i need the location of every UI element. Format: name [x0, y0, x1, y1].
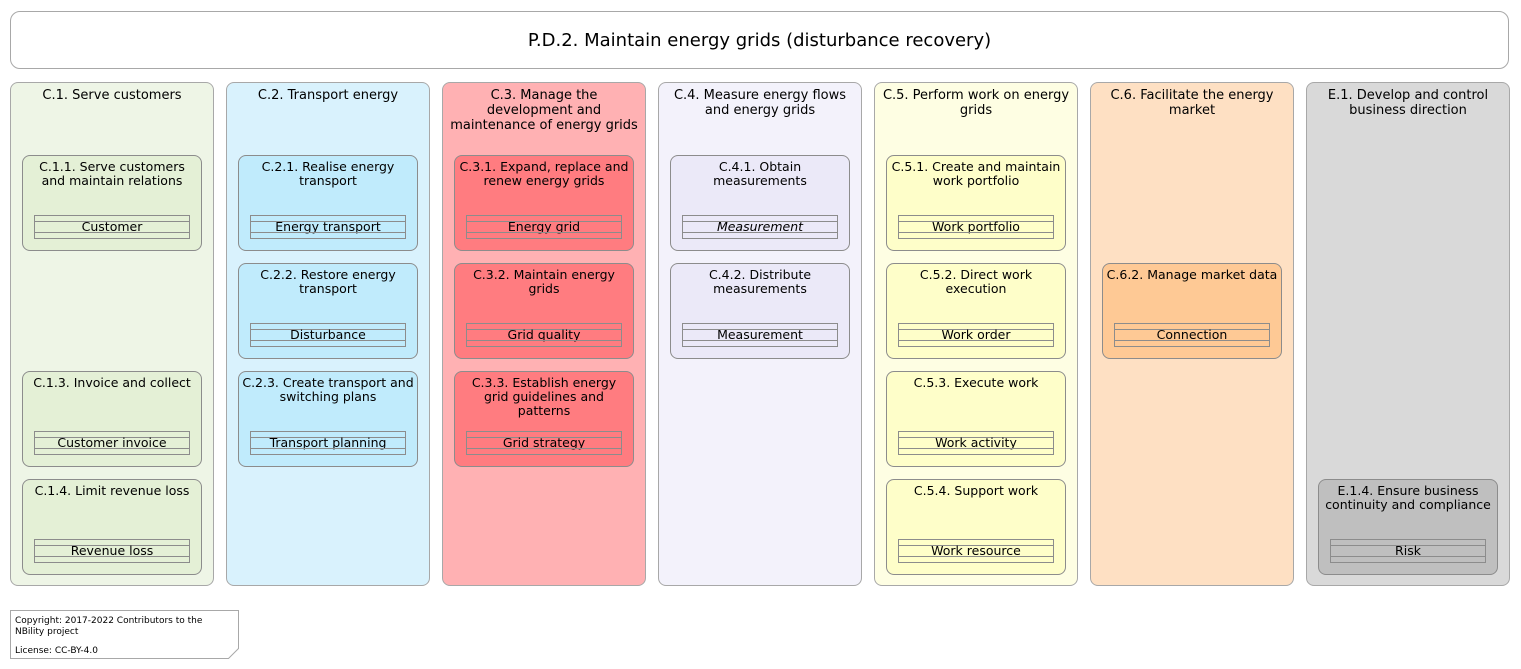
business-object-label: Customer — [81, 219, 143, 234]
business-object: Transport planning — [250, 431, 406, 455]
column-title: C.4. Measure energy flows and energy gri… — [673, 88, 847, 118]
note-copyright: Copyright: 2017-2022 Contributors to the… — [15, 616, 203, 637]
business-object-label: Work resource — [931, 543, 1021, 558]
column-3: C.3. Manage the development and maintena… — [442, 82, 646, 586]
business-object: Measurement — [682, 215, 838, 239]
business-object: Measurement — [682, 323, 838, 347]
capability-box: C.1.1. Serve customers and maintain rela… — [22, 155, 202, 251]
business-object-label: Revenue loss — [70, 543, 154, 558]
capability-title: C.5.3. Execute work — [913, 375, 1039, 390]
business-object-label: Work portfolio — [932, 219, 1020, 234]
capability-title: C.5.4. Support work — [913, 483, 1039, 498]
capability-box: C.3.1. Expand, replace and renew energy … — [454, 155, 634, 251]
column-title: C.1. Serve customers — [42, 88, 182, 103]
capability-box: E.1.4. Ensure business continuity and co… — [1318, 479, 1498, 575]
copyright-note: Copyright: 2017-2022 Contributors to the… — [10, 610, 239, 659]
business-object: Work order — [898, 323, 1054, 347]
column-title: C.5. Perform work on energy grids — [882, 88, 1070, 118]
business-object-label: Grid quality — [507, 327, 581, 342]
business-object: Work activity — [898, 431, 1054, 455]
capability-title: C.1.1. Serve customers and maintain rela… — [39, 159, 185, 188]
business-object: Work resource — [898, 539, 1054, 563]
capability-title: C.1.4. Limit revenue loss — [34, 483, 190, 498]
capability-title: C.2.3. Create transport and switching pl… — [242, 375, 414, 404]
note-license: License: CC-BY-4.0 — [15, 646, 98, 656]
business-object-label: Risk — [1395, 543, 1421, 558]
capability-title: C.1.3. Invoice and collect — [33, 375, 191, 390]
column-4: C.4. Measure energy flows and energy gri… — [658, 82, 862, 586]
capability-title: C.5.2. Direct work execution — [919, 267, 1033, 296]
business-object-label: Disturbance — [290, 327, 366, 342]
business-object-label: Energy grid — [507, 219, 581, 234]
business-object-label: Connection — [1156, 327, 1228, 342]
diagram-title-text: P.D.2. Maintain energy grids (disturbanc… — [527, 29, 992, 51]
business-object-label: Work activity — [935, 435, 1017, 450]
capability-box: C.5.1. Create and maintain work portfoli… — [886, 155, 1066, 251]
business-object: Energy transport — [250, 215, 406, 239]
business-object-label: Customer invoice — [57, 435, 167, 450]
capability-box: C.2.3. Create transport and switching pl… — [238, 371, 418, 467]
capability-title: C.4.1. Obtain measurements — [713, 159, 807, 188]
business-object-label: Measurement — [716, 219, 804, 234]
column-7: E.1. Develop and control business direct… — [1306, 82, 1510, 586]
business-object: Grid strategy — [466, 431, 622, 455]
column-title: C.2. Transport energy — [257, 88, 399, 103]
capability-title: C.5.1. Create and maintain work portfoli… — [891, 159, 1061, 188]
note-shape — [10, 610, 239, 659]
business-object-label: Transport planning — [269, 435, 387, 450]
capability-title: E.1.4. Ensure business continuity and co… — [1325, 483, 1491, 512]
column-title: E.1. Develop and control business direct… — [1327, 88, 1489, 118]
capability-box: C.3.3. Establish energy grid guidelines … — [454, 371, 634, 467]
business-object: Grid quality — [466, 323, 622, 347]
capability-title: C.2.1. Realise energy transport — [261, 159, 395, 188]
column-title: C.3. Manage the development and maintena… — [450, 88, 638, 133]
capability-title: C.3.3. Establish energy grid guidelines … — [471, 375, 617, 418]
business-object-label: Energy transport — [275, 219, 381, 234]
capability-title: C.3.1. Expand, replace and renew energy … — [459, 159, 629, 188]
business-object: Connection — [1114, 323, 1270, 347]
capability-title: C.2.2. Restore energy transport — [260, 267, 396, 296]
business-object-label: Grid strategy — [502, 435, 586, 450]
business-object: Customer — [34, 215, 190, 239]
business-object: Customer invoice — [34, 431, 190, 455]
business-object-label: Work order — [941, 327, 1011, 342]
business-object: Work portfolio — [898, 215, 1054, 239]
business-object-label: Measurement — [717, 327, 803, 342]
capability-title: C.6.2. Manage market data — [1106, 267, 1278, 282]
diagram-title: P.D.2. Maintain energy grids (disturbanc… — [10, 11, 1509, 69]
business-object: Disturbance — [250, 323, 406, 347]
capability-title: C.3.2. Maintain energy grids — [473, 267, 615, 296]
business-object: Revenue loss — [34, 539, 190, 563]
business-object: Risk — [1330, 539, 1486, 563]
business-object: Energy grid — [466, 215, 622, 239]
capability-title: C.4.2. Distribute measurements — [708, 267, 812, 296]
column-title: C.6. Facilitate the energy market — [1110, 88, 1274, 118]
